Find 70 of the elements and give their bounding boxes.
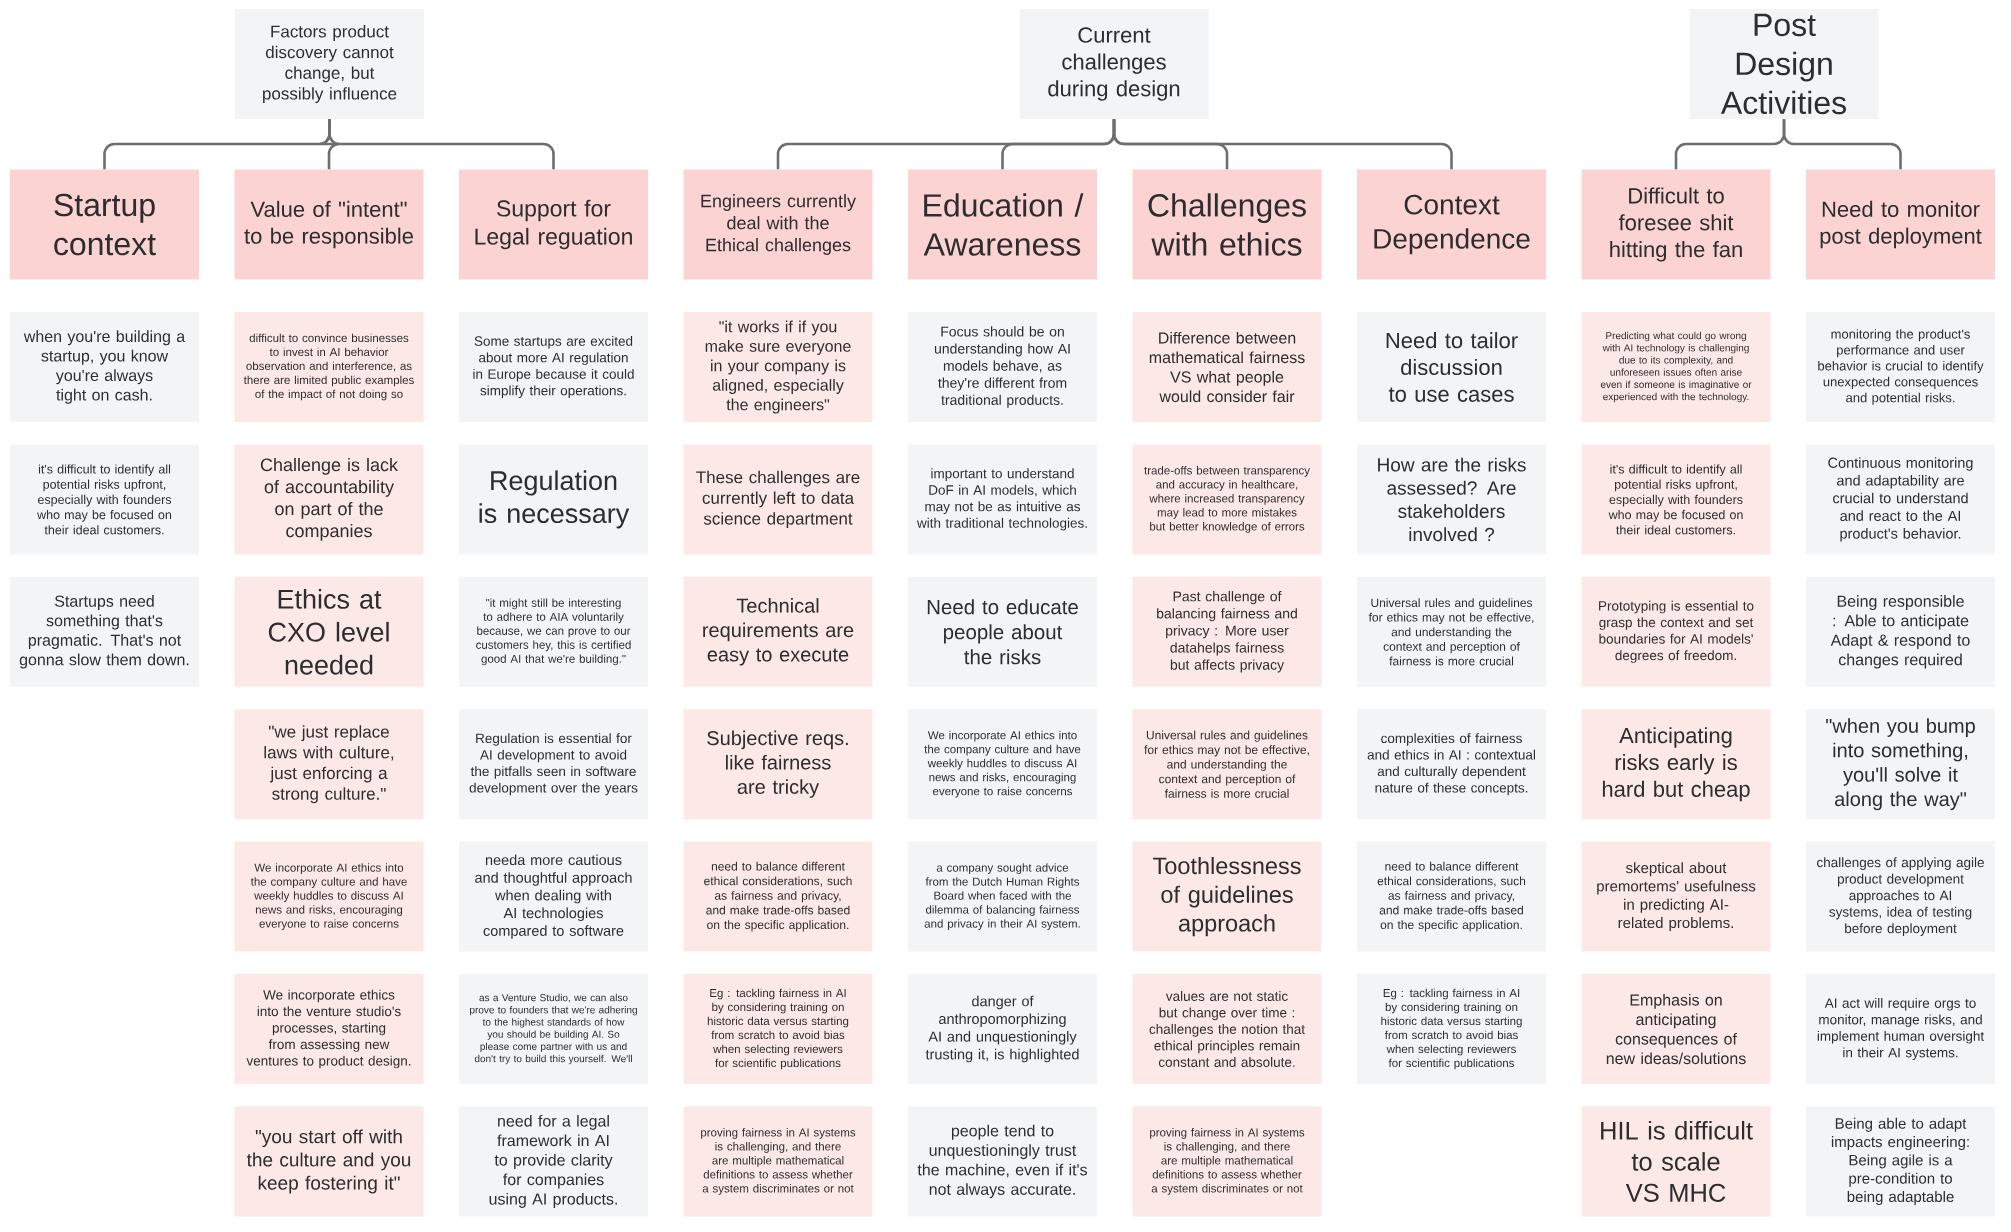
sticky-note: Need to tailor discussion to use cases (1357, 312, 1546, 422)
sticky-note: monitoring the product's performance and user behavior is crucial to identify unexpected consequences and potential risks. (1806, 312, 1995, 422)
sticky-note: proving fairness in AI systems is challenging, and there are multiple mathematical definitions to assess whether a system discriminates or not (1132, 1106, 1322, 1217)
category-header-box: Difficult to foresee shit hitting the fan (1581, 169, 1771, 280)
sticky-note: danger of anthropomorphizing AI and unquestioningly trusting it, is highlighted (908, 974, 1097, 1084)
sticky-note: Eg : tackling fairness in AI by considering training on historic data versus starting from scratch to avoid bias when selecting reviewers for scientific publications (1357, 974, 1546, 1084)
sticky-note: skeptical about premortems' usefulness in predicting AI-related problems. (1581, 841, 1771, 952)
sticky-note: "you start off with the culture and you keep fostering it" (234, 1106, 424, 1217)
sticky-note: We incorporate AI ethics into the company culture and have weekly huddles to discuss AI news and risks, encouraging everyone to raise concerns (908, 709, 1097, 820)
sticky-note: as a Venture Studio, we can also prove to founders that we're adhering to the highest standards of how you should be building AI. So please come partner with us and don't try to build this yourself. We'll (459, 974, 648, 1084)
sticky-note: trade-offs between transparency and accuracy in healthcare, where increased transparency may lead to more mistakes but better knowledge of errors (1132, 444, 1322, 555)
sticky-note: Anticipating risks early is hard but cheap (1581, 709, 1771, 820)
sticky-note: Past challenge of balancing fairness and privacy : More user datahelps fairness but affects privacy (1132, 576, 1322, 687)
sticky-note: it's difficult to identify all potential risks upfront, especially with founders who may be focused on their ideal customers. (10, 444, 199, 555)
sticky-note: We incorporate ethics into the venture studio's processes, starting from assessing new ventures to product design. (234, 974, 424, 1084)
theme-header-box: Factors product discovery cannot change, but possibly influence (235, 9, 424, 119)
sticky-note: Universal rules and guidelines for ethics may not be effective, and understanding the context and perception of fairness is more crucial (1132, 709, 1322, 820)
sticky-note: Focus should be on understanding how AI models behave, as they're different from traditional products. (908, 312, 1097, 422)
sticky-note: Technical requirements are easy to execute (683, 576, 873, 687)
sticky-note: need for a legal framework in AI to provide clarity for companies using AI products. (459, 1106, 648, 1217)
category-header-box: Startup context (10, 169, 199, 280)
sticky-note: Predicting what could go wrong with AI technology is challenging due to its complexity, and unforeseen issues often arise even if someone is imaginative or experienced with the technology. (1581, 312, 1771, 422)
sticky-note: Regulation is essential for AI development to avoid the pitfalls seen in software development over the years (459, 709, 648, 820)
sticky-note: Eg : tackling fairness in AI by considering training on historic data versus starting from scratch to avoid bias when selecting reviewers for scientific publications (683, 974, 873, 1084)
sticky-note: How are the risks assessed? Are stakeholders involved ? (1357, 444, 1546, 555)
sticky-note: Prototyping is essential to grasp the context and set boundaries for AI models' degrees of freedom. (1581, 576, 1771, 687)
sticky-note: Some startups are excited about more AI regulation in Europe because it could simplify their operations. (459, 312, 648, 422)
category-header-box: Education / Awareness (908, 169, 1097, 280)
sticky-note: "it might still be interesting to adhere to AIA voluntarily because, we can prove to our customers hey, this is certified good AI that we're building." (459, 576, 648, 687)
sticky-note: "when you bump into something, you'll solve it along the way" (1806, 709, 1995, 820)
sticky-note: challenges of applying agile product development approaches to AI systems, idea of testing before deployment (1806, 841, 1995, 952)
sticky-note: when you're building a startup, you know you're always tight on cash. (10, 312, 199, 422)
sticky-note: proving fairness in AI systems is challenging, and there are multiple mathematical definitions to assess whether a system discriminates or not (683, 1106, 873, 1217)
sticky-note: complexities of fairness and ethics in AI : contextual and culturally dependent nature of these concepts. (1357, 709, 1546, 820)
sticky-note: "we just replace laws with culture, just enforcing a strong culture." (234, 709, 424, 820)
sticky-note: "it works if if you make sure everyone in your company is aligned, especially the engineers" (683, 312, 873, 422)
category-header-box: Challenges with ethics (1132, 169, 1322, 280)
category-header-box: Context Dependence (1357, 169, 1546, 280)
sticky-note: Startups need something that's pragmatic. That's not gonna slow them down. (10, 576, 199, 687)
sticky-note: values are not static but change over time : challenges the notion that ethical principles remain constant and absolute. (1132, 974, 1322, 1084)
sticky-note: Being responsible : Able to anticipate Adapt & respond to changes required (1806, 576, 1995, 687)
sticky-note: Universal rules and guidelines for ethics may not be effective, and understanding the context and perception of fairness is more crucial (1357, 576, 1546, 687)
sticky-note: Emphasis on anticipating consequences of new ideas/solutions (1581, 974, 1771, 1084)
sticky-note: need to balance different ethical considerations, such as fairness and privacy, and make trade-offs based on the specific application. (1357, 841, 1546, 952)
sticky-note: These challenges are currently left to data science department (683, 444, 873, 555)
sticky-note: Toothlessness of guidelines approach (1132, 841, 1322, 952)
category-header-box: Engineers currently deal with the Ethical challenges (683, 169, 873, 280)
sticky-note: important to understand DoF in AI models, which may not be as intuitive as with traditional technologies. (908, 444, 1097, 555)
sticky-note: We incorporate AI ethics into the company culture and have weekly huddles to discuss AI news and risks, encouraging everyone to raise concerns (234, 841, 424, 952)
sticky-note: AI act will require orgs to monitor, manage risks, and implement human oversight in their AI systems. (1806, 974, 1995, 1084)
sticky-note: Regulation is necessary (459, 444, 648, 555)
sticky-note: a company sought advice from the Dutch Human Rights Board when faced with the dilemma of balancing fairness and privacy in their AI system. (908, 841, 1097, 952)
sticky-note: Ethics at CXO level needed (234, 576, 424, 687)
theme-header-box: Current challenges during design (1019, 9, 1209, 119)
sticky-note: needa more cautious and thoughtful approach when dealing with AI technologies compared to software (459, 841, 648, 952)
sticky-note: people tend to unquestioningly trust the machine, even if it's not always accurate. (908, 1106, 1097, 1217)
sticky-note: Difference between mathematical fairness VS what people would consider fair (1132, 312, 1322, 422)
sticky-note: Continuous monitoring and adaptability are crucial to understand and react to the AI product's behavior. (1806, 444, 1995, 555)
sticky-note: difficult to convince businesses to invest in AI behavior observation and interference, as there are limited public examples of the impact of not doing so (234, 312, 424, 422)
category-header-box: Need to monitor post deployment (1806, 169, 1995, 280)
sticky-note: Being able to adapt impacts engineering: Being agile is a pre-condition to being adaptable (1806, 1106, 1995, 1217)
sticky-note: Subjective reqs. like fairness are tricky (683, 709, 873, 820)
category-header-box: Support for Legal reguation (459, 169, 648, 280)
sticky-note: Challenge is lack of accountability on part of the companies (234, 444, 424, 555)
sticky-note: HIL is difficult to scale VS MHC (1581, 1106, 1771, 1217)
sticky-note: need to balance different ethical considerations, such as fairness and privacy, and make trade-offs based on the specific application. (683, 841, 873, 952)
category-header-box: Value of "intent" to be responsible (234, 169, 424, 280)
theme-header-box: Post Design Activities (1689, 9, 1879, 119)
sticky-note: it's difficult to identify all potential risks upfront, especially with founders who may be focused on their ideal customers. (1581, 444, 1771, 555)
sticky-note: Need to educate people about the risks (908, 576, 1097, 687)
